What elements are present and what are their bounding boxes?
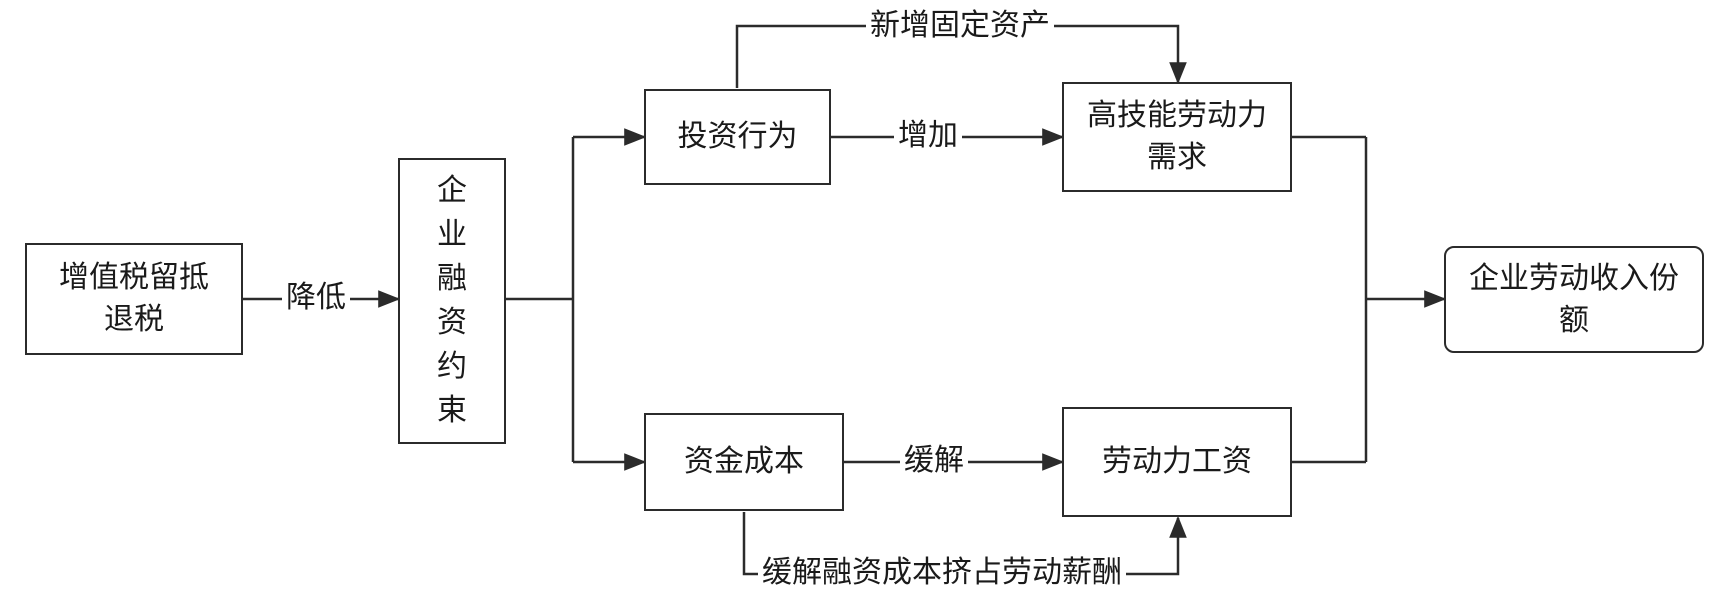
node-vat-refund: 增值税留抵退税 — [25, 243, 243, 355]
edge-label-reduce: 降低 — [282, 280, 350, 316]
node-financing-constraint: 企业融资约束 — [398, 158, 506, 444]
node-investment-behavior: 投资行为 — [644, 89, 831, 185]
edge-label-alleviate-crowding: 缓解融资成本挤占劳动薪酬 — [758, 555, 1126, 591]
edge-label-increase: 增加 — [894, 118, 962, 154]
node-labor-income-share: 企业劳动收入份额 — [1444, 246, 1704, 353]
node-capital-cost-label: 资金成本 — [684, 444, 804, 479]
node-financing-constraint-label: 企业融资约束 — [437, 173, 467, 428]
node-labor-income-share-label: 企业劳动收入份额 — [1469, 260, 1679, 338]
node-high-skill-demand-label: 高技能劳动力需求 — [1087, 98, 1267, 175]
node-high-skill-demand: 高技能劳动力需求 — [1062, 82, 1292, 192]
node-labor-wage: 劳动力工资 — [1062, 407, 1292, 517]
edge-label-alleviate: 缓解 — [900, 443, 968, 479]
node-labor-wage-label: 劳动力工资 — [1102, 444, 1252, 479]
node-vat-refund-label: 增值税留抵退税 — [59, 260, 209, 337]
edge-label-new-fixed-assets: 新增固定资产 — [866, 8, 1054, 44]
node-investment-behavior-label: 投资行为 — [677, 119, 798, 154]
node-capital-cost: 资金成本 — [644, 413, 844, 511]
